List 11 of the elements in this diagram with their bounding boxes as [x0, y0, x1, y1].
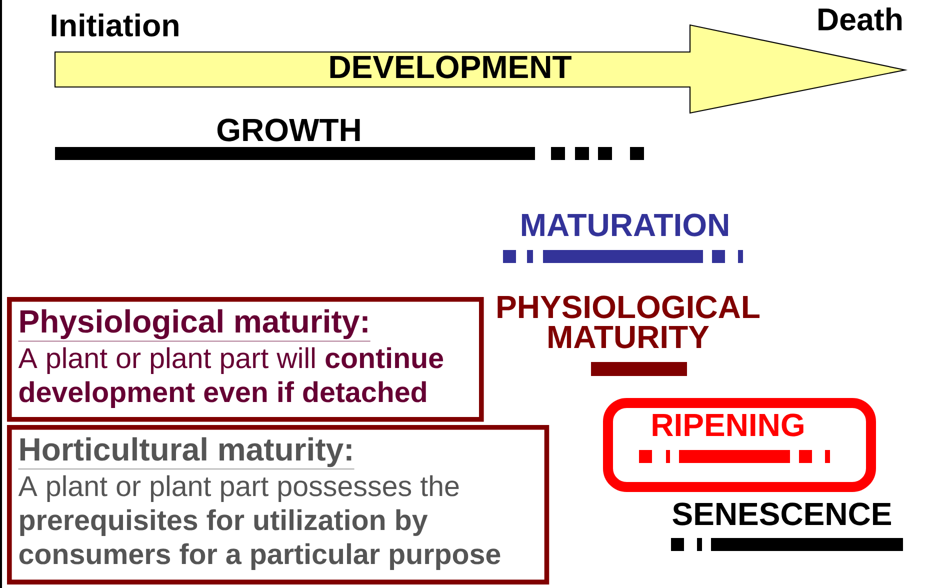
stage-timeline: MATURATION	[503, 214, 743, 263]
stage-timeline: PHYSIOLOGICAL MATURITY	[498, 296, 760, 376]
stage-timeline: SENESCENCE	[671, 502, 903, 551]
box-text: A plant or plant part possesses the prerequisites for utilization by consumers for a particular purpose	[18, 475, 500, 570]
box-heading: Physiological maturity:	[18, 309, 371, 342]
box-heading: Horticultural maturity:	[18, 437, 355, 470]
definition-box	[7, 297, 484, 422]
box-text: A plant or plant part will continue development even if detached	[18, 347, 444, 408]
rounded-box: RIPENING	[603, 398, 876, 492]
definition-box	[7, 425, 550, 584]
stage-timeline: GROWTH	[55, 118, 644, 160]
